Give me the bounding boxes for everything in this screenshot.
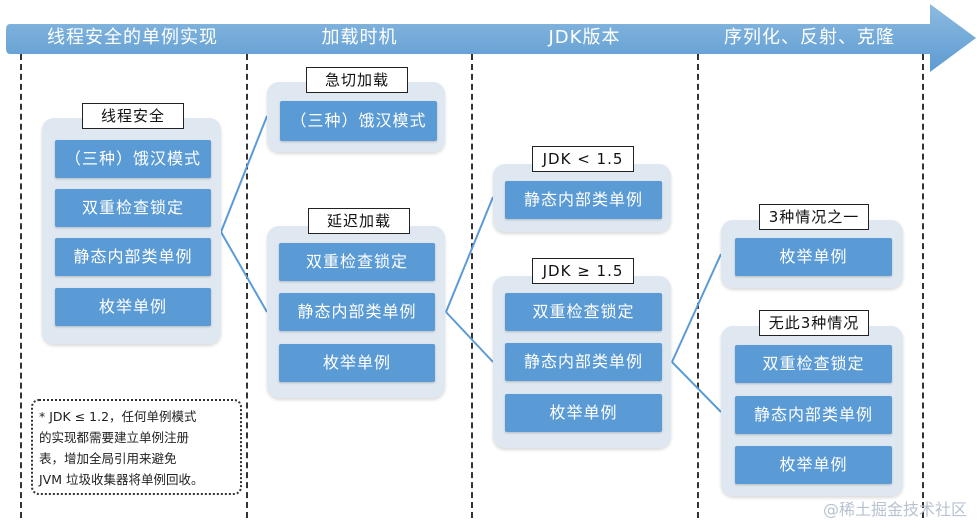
group-label-jdk-lt-1-5: JDK < 1.5 xyxy=(532,146,634,172)
item-double-checked-locking: 双重检查锁定 xyxy=(735,345,892,383)
note-line: JVM 垃圾收集器将单例回收。 xyxy=(39,472,204,487)
item-static-inner-class: 静态内部类单例 xyxy=(505,343,662,381)
jdk-note: * JDK ≤ 1.2，任何单例模式 的实现都需要建立单例注册 表，增加全局引用… xyxy=(31,399,242,495)
column-separator xyxy=(246,54,248,518)
column-title-thread-safe: 线程安全的单例实现 xyxy=(47,27,218,48)
connector-line xyxy=(220,231,268,313)
item-static-inner-class: 静态内部类单例 xyxy=(55,238,211,276)
column-separator xyxy=(697,54,699,518)
item-double-checked-locking: 双重检查锁定 xyxy=(55,189,211,227)
group-thread-safe: （三种）饿汉模式 双重检查锁定 静态内部类单例 枚举单例 xyxy=(42,118,221,344)
item-enum-singleton: 枚举单例 xyxy=(279,344,435,382)
group-label-lazy: 延迟加载 xyxy=(308,208,410,234)
item-static-inner-class: 静态内部类单例 xyxy=(505,181,662,219)
header-arrow xyxy=(6,4,976,72)
connector-line xyxy=(445,311,494,363)
group-eager: （三种）饿汉模式 xyxy=(267,82,445,152)
item-enum-singleton: 枚举单例 xyxy=(55,288,211,326)
column-title-load-timing: 加载时机 xyxy=(321,27,398,48)
connector-line xyxy=(220,115,268,233)
column-title-serialization: 序列化、反射、克隆 xyxy=(724,27,895,48)
item-eager-singleton: （三种）饿汉模式 xyxy=(55,140,211,178)
group-label-jdk-ge-1-5: JDK ≥ 1.5 xyxy=(532,258,634,284)
group-no-cases: 双重检查锁定 静态内部类单例 枚举单例 xyxy=(721,326,903,496)
watermark: @稀土掘金技术社区 xyxy=(822,500,967,519)
group-jdk-lt-1-5: 静态内部类单例 xyxy=(493,164,671,232)
column-title-jdk-version: JDK版本 xyxy=(548,27,621,48)
group-label-no-cases: 无此3种情况 xyxy=(759,310,869,336)
item-double-checked-locking: 双重检查锁定 xyxy=(279,243,435,281)
item-enum-singleton: 枚举单例 xyxy=(735,238,892,276)
item-enum-singleton: 枚举单例 xyxy=(735,446,892,484)
item-double-checked-locking: 双重检查锁定 xyxy=(505,293,662,331)
group-label-thread-safe: 线程安全 xyxy=(82,103,184,129)
column-separator xyxy=(471,54,473,518)
item-static-inner-class: 静态内部类单例 xyxy=(279,293,435,331)
note-line: 的实现都需要建立单例注册 xyxy=(39,430,190,445)
item-enum-singleton: 枚举单例 xyxy=(505,394,662,432)
note-line: * JDK ≤ 1.2，任何单例模式 xyxy=(39,409,197,424)
column-separator xyxy=(20,54,22,518)
group-label-eager: 急切加载 xyxy=(306,67,408,93)
item-static-inner-class: 静态内部类单例 xyxy=(735,396,892,434)
group-label-three-cases: 3种情况之一 xyxy=(759,204,869,230)
group-lazy: 双重检查锁定 静态内部类单例 枚举单例 xyxy=(267,226,445,398)
item-eager-singleton: （三种）饿汉模式 xyxy=(280,101,437,141)
group-jdk-ge-1-5: 双重检查锁定 静态内部类单例 枚举单例 xyxy=(493,276,671,448)
note-line: 表，增加全局引用来避免 xyxy=(39,451,177,466)
group-three-cases: 枚举单例 xyxy=(721,220,903,288)
connector-line xyxy=(445,196,494,313)
column-separator xyxy=(922,54,924,518)
